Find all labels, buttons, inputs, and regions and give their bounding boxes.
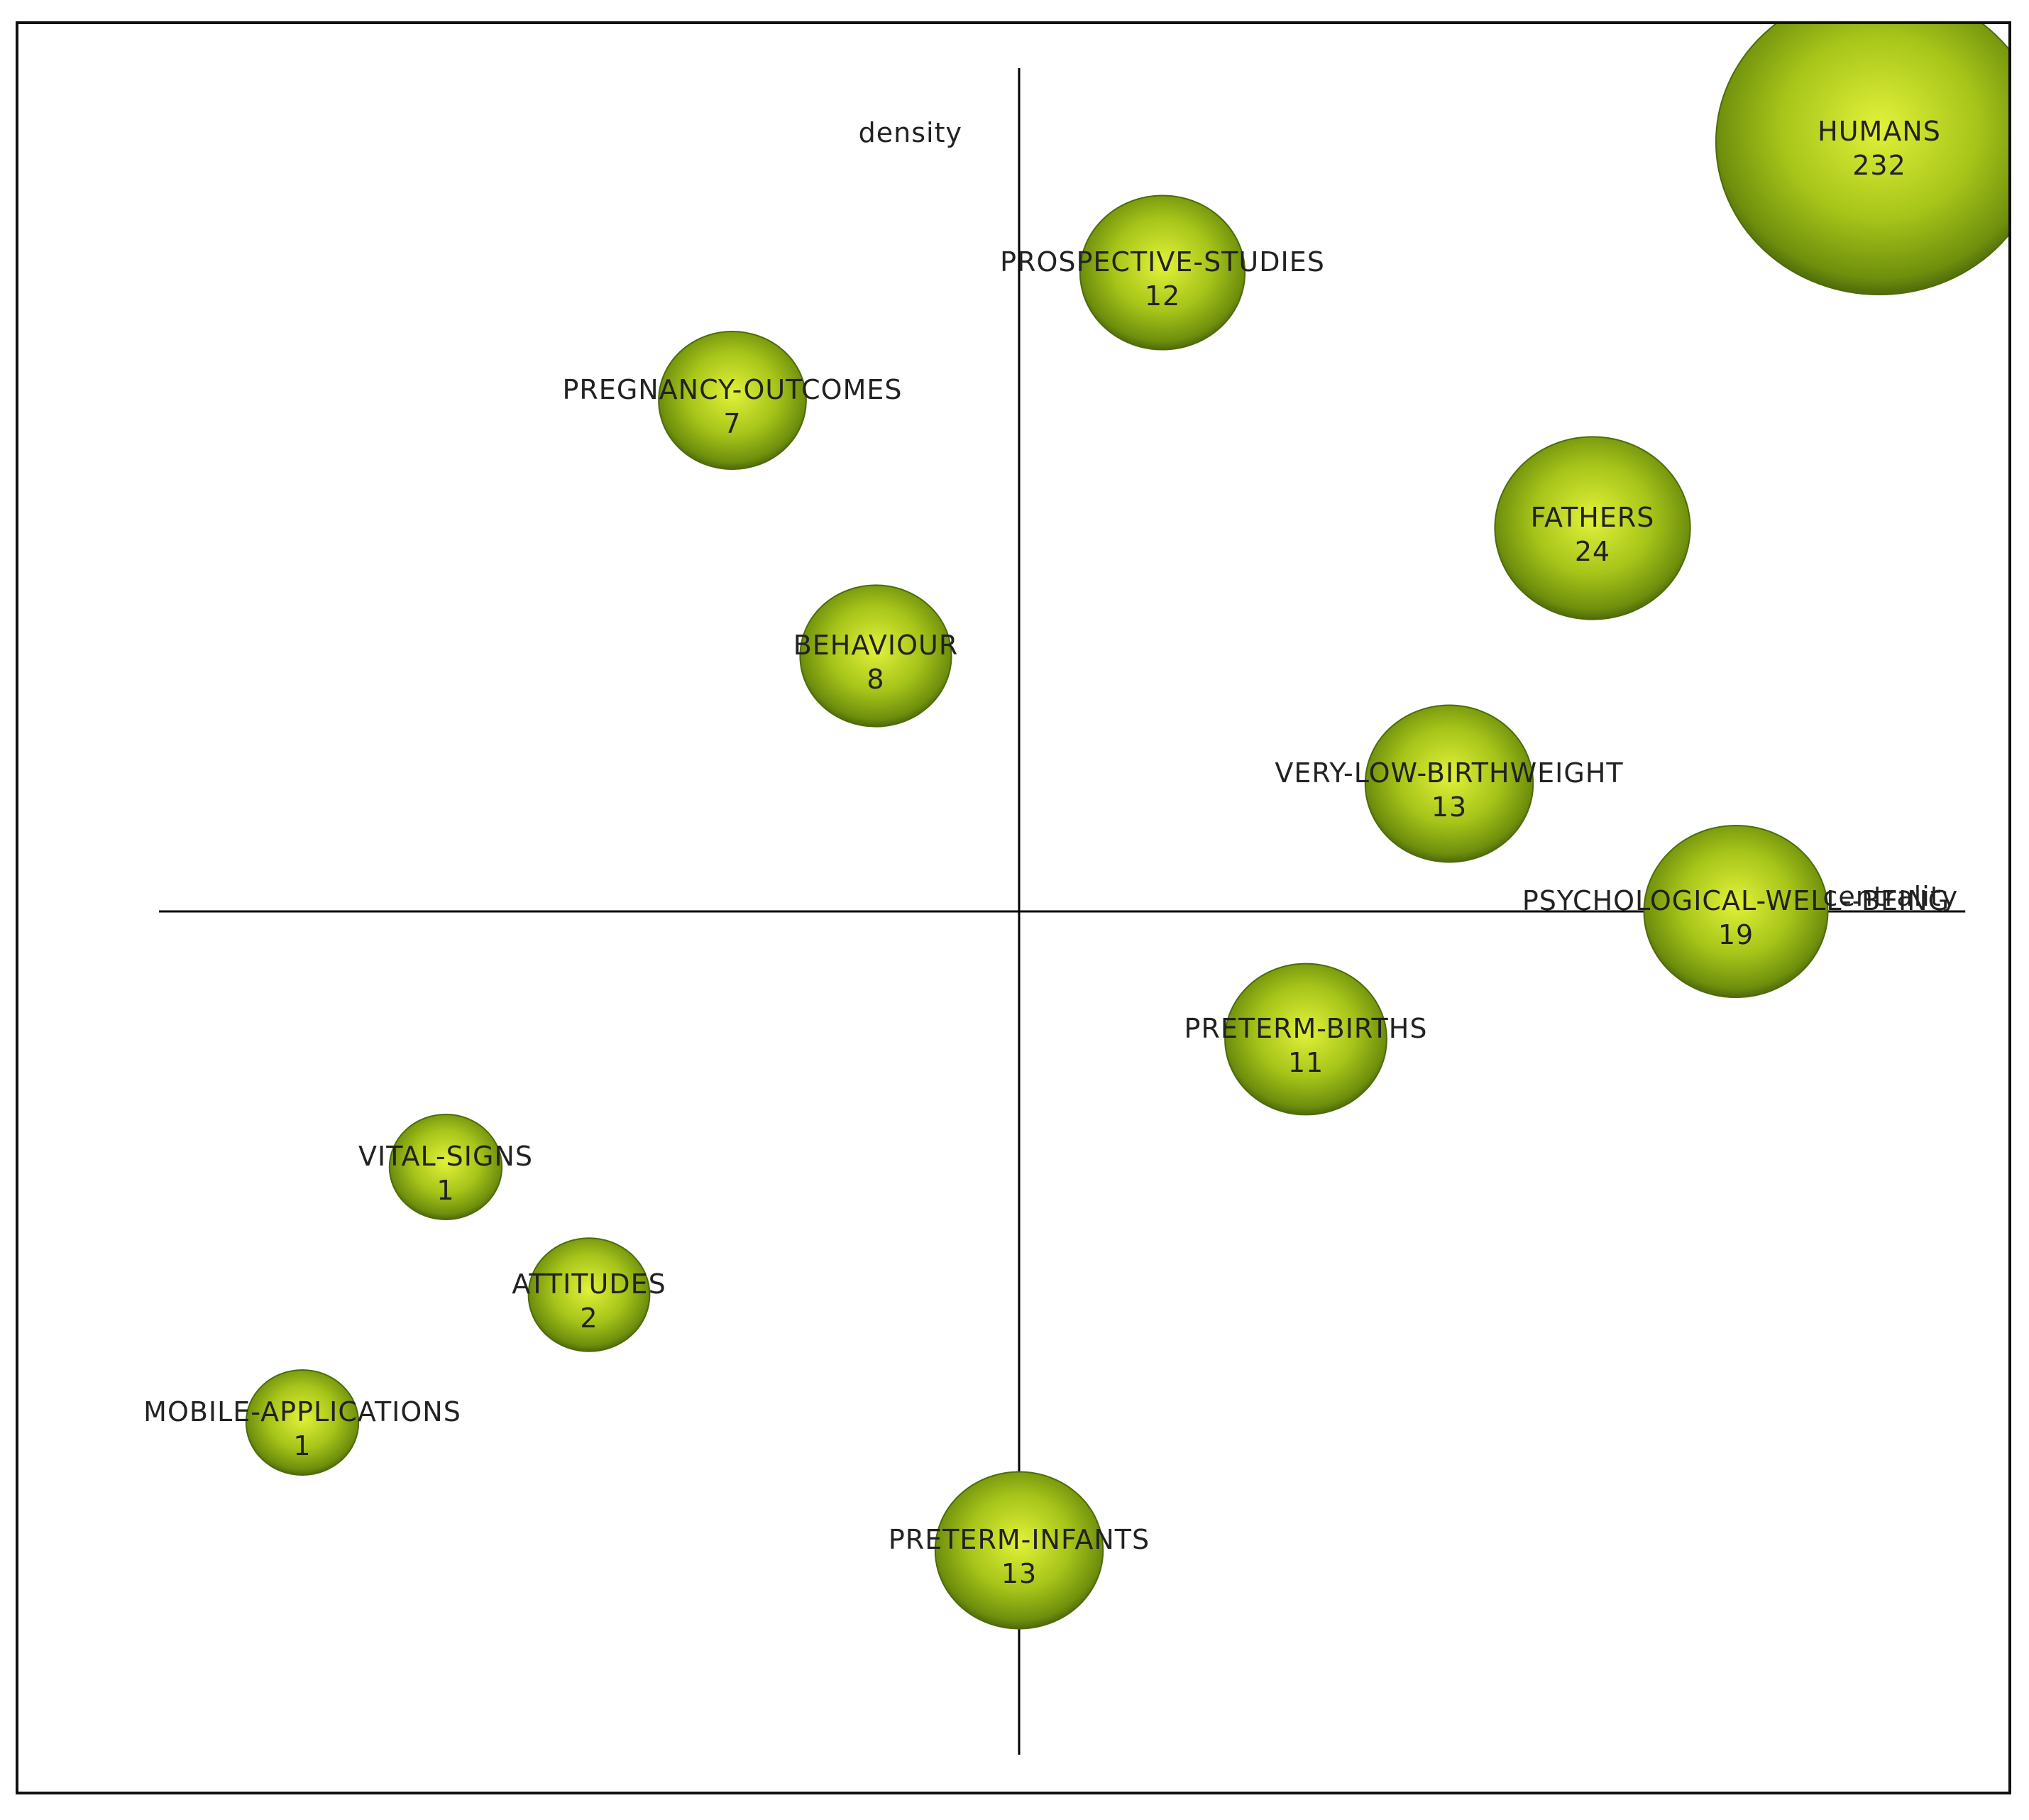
- bubble-count: 2: [580, 1303, 598, 1334]
- bubble-pregnancy-outcomes[interactable]: [658, 330, 807, 471]
- bubble-label: PRETERM-BIRTHS: [1184, 1013, 1428, 1044]
- bubble-count: 7: [723, 408, 741, 439]
- bubble-count: 11: [1288, 1047, 1324, 1078]
- bubble-very-low-birthweight[interactable]: [1364, 704, 1534, 863]
- bubble-count: 24: [1575, 536, 1610, 567]
- y-axis-label: density: [859, 117, 962, 148]
- bubble-label: VERY-LOW-BIRTHWEIGHT: [1275, 757, 1623, 789]
- bubble-behaviour[interactable]: [799, 584, 952, 728]
- bubble-label: PRETERM-INFANTS: [889, 1524, 1150, 1555]
- bubble-mobile-applications[interactable]: [245, 1369, 360, 1476]
- bubble-count: 8: [867, 664, 884, 695]
- bubble-attitudes[interactable]: [527, 1237, 651, 1352]
- bubble-label: PROSPECTIVE-STUDIES: [1000, 246, 1325, 278]
- bubble-label: MOBILE-APPLICATIONS: [143, 1396, 461, 1427]
- bubble-humans[interactable]: [1715, 0, 2029, 295]
- bubble-count: 19: [1718, 919, 1754, 950]
- bubble-psychological-well--being[interactable]: [1643, 824, 1829, 999]
- bubble-label: FATHERS: [1531, 502, 1655, 533]
- bubble-label: BEHAVIOUR: [793, 630, 959, 661]
- bubble-label: HUMANS: [1818, 116, 1941, 147]
- bubble-preterm-infants[interactable]: [934, 1471, 1104, 1630]
- bubble-prospective-studies[interactable]: [1079, 194, 1246, 351]
- bubble-label: PREGNANCY-OUTCOMES: [562, 374, 902, 405]
- bubble-labels: HUMANS232PROSPECTIVE-STUDIES12PREGNANCY-…: [143, 116, 1959, 1589]
- chart-frame: [16, 21, 2011, 1794]
- bubble-label: PSYCHOLOGICAL-WELL--BEING: [1522, 885, 1950, 916]
- bubble-preterm-births[interactable]: [1224, 963, 1387, 1116]
- bubble-count: 1: [436, 1175, 454, 1206]
- bubble-count: 12: [1145, 280, 1180, 312]
- bubble-count: 13: [1001, 1558, 1037, 1589]
- bubble-count: 1: [293, 1430, 311, 1462]
- bubble-label: ATTITUDES: [512, 1268, 666, 1300]
- bubble-vital-signs[interactable]: [388, 1114, 503, 1220]
- bubbles: [245, 0, 2029, 1630]
- bubble-label: VITAL-SIGNS: [358, 1141, 533, 1172]
- bubble-fathers[interactable]: [1494, 436, 1691, 620]
- x-axis-label: centrality: [1823, 881, 1959, 912]
- bubble-count: 232: [1852, 150, 1906, 181]
- bubble-count: 13: [1431, 791, 1467, 823]
